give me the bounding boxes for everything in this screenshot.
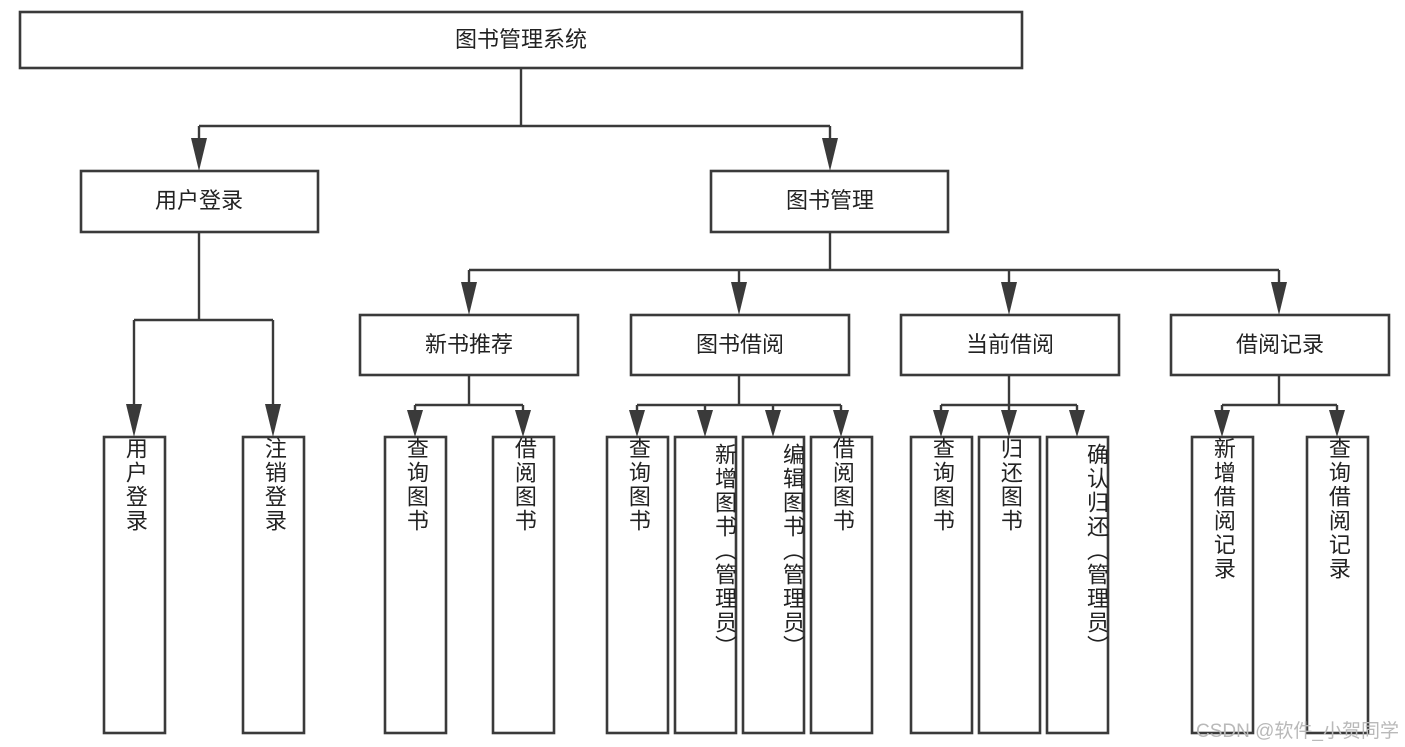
node-label-current-borrow: 当前借阅 [966,332,1054,357]
node-box-current-borrow[interactable] [899,313,1121,377]
arrowhead-user-login [191,138,207,171]
node-box-user-login[interactable] [79,169,320,234]
connector-group-new-book-rec [407,375,531,437]
node-label-leaf-query-book-1: 查询图书 [403,437,429,533]
node-label-root: 图书管理系统 [455,27,587,52]
node-box-leaf-query-book-1[interactable] [383,435,448,735]
node-label-borrow-record: 借阅记录 [1236,332,1324,357]
csdn-watermark: CSDN @软件_小贺同学 [1196,721,1399,742]
connector-group-borrow-record [1214,375,1345,437]
node-label-book-borrow: 图书借阅 [696,332,784,357]
node-box-book-borrow[interactable] [629,313,851,377]
node-box-leaf-query-book-3[interactable] [909,435,974,735]
arrowhead-leaf-query-book-3 [933,410,949,437]
arrowhead-current-borrow [1001,282,1017,315]
node-box-borrow-record[interactable] [1169,313,1391,377]
arrowhead-leaf-add-book [697,410,713,437]
arrowhead-leaf-confirm-return [1069,410,1085,437]
node-box-leaf-logout[interactable] [241,435,306,735]
node-label-leaf-borrow-book-2: 借阅图书 [829,437,855,533]
arrowhead-leaf-borrow-book-1 [515,410,531,437]
arrowhead-leaf-logout [265,404,281,437]
arrowhead-leaf-query-book-1 [407,410,423,437]
node-box-leaf-borrow-book-1[interactable] [491,435,556,735]
node-label-book-manage: 图书管理 [786,188,874,213]
node-label-leaf-add-book: 新增图书（管理员） [712,443,737,659]
node-box-leaf-confirm-return[interactable] [1045,435,1110,735]
node-box-leaf-query-record[interactable] [1305,435,1370,735]
node-box-leaf-user-login[interactable] [102,435,167,735]
node-box-leaf-query-book-2[interactable] [605,435,670,735]
node-box-new-book-rec[interactable] [358,313,580,377]
node-label-new-book-rec: 新书推荐 [425,332,513,357]
node-label-leaf-user-login: 用户登录 [122,437,148,533]
arrowhead-book-borrow [731,282,747,315]
node-label-leaf-query-record: 查询借阅记录 [1325,437,1351,581]
connector-group-book-manage [461,232,1287,315]
node-label-leaf-add-record: 新增借阅记录 [1210,437,1236,581]
arrowhead-book-manage [822,138,838,171]
node-box-leaf-add-book[interactable] [673,435,738,735]
node-box-book-manage[interactable] [709,169,950,234]
node-label-user-login: 用户登录 [155,188,243,213]
arrowhead-leaf-add-record [1214,410,1230,437]
node-label-leaf-confirm-return: 确认归还（管理员） [1084,443,1109,659]
node-box-leaf-return-book[interactable] [977,435,1042,735]
node-label-leaf-borrow-book-1: 借阅图书 [511,437,537,533]
node-label-leaf-query-book-2: 查询图书 [625,437,651,533]
arrowhead-leaf-query-record [1329,410,1345,437]
node-box-leaf-edit-book[interactable] [741,435,806,735]
node-box-root[interactable] [18,10,1024,70]
arrowhead-leaf-query-book-2 [629,410,645,437]
connector-group-current-borrow [933,375,1085,437]
node-box-leaf-borrow-book-2[interactable] [809,435,874,735]
node-box-leaf-add-record[interactable] [1190,435,1255,735]
arrowhead-leaf-edit-book [765,410,781,437]
node-label-leaf-query-book-3: 查询图书 [929,437,955,533]
connector-group-root [191,68,838,171]
arrowhead-new-book-rec [461,282,477,315]
arrowhead-leaf-return-book [1001,410,1017,437]
connector-group-book-borrow [629,375,849,437]
node-label-leaf-logout: 注销登录 [261,437,287,533]
connector-group-user-login [126,232,281,437]
arrowhead-leaf-user-login [126,404,142,437]
node-label-leaf-return-book: 归还图书 [997,437,1023,533]
arrowhead-leaf-borrow-book-2 [833,410,849,437]
arrowhead-borrow-record [1271,282,1287,315]
node-label-leaf-edit-book: 编辑图书（管理员） [780,443,805,659]
